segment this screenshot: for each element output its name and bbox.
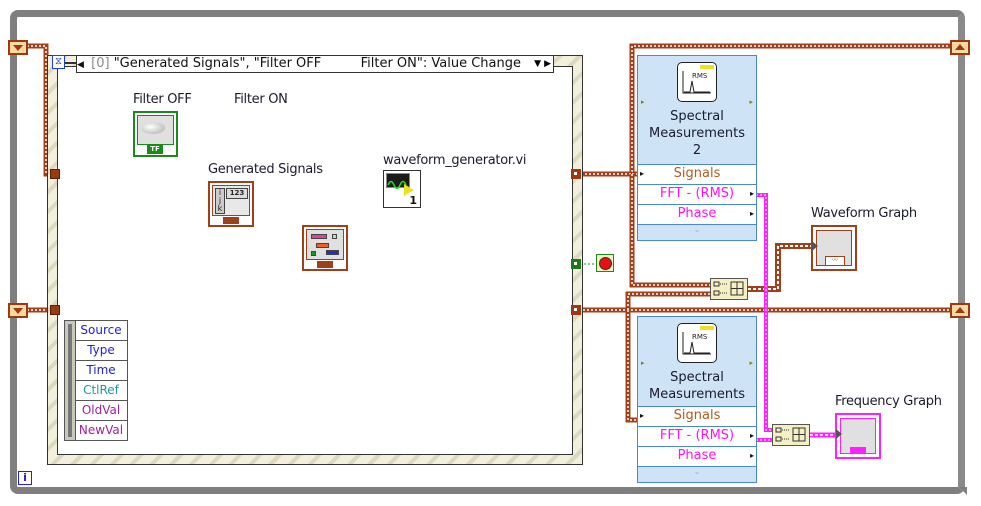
waveform-graph-indicator[interactable]: 〰 [811, 225, 857, 271]
tunnel-right-2 [571, 305, 581, 315]
express-vi-title-line: Measurements [648, 387, 746, 402]
tunnel-right-1 [571, 169, 581, 179]
event-data-type[interactable]: Type [75, 341, 127, 361]
stop-icon [599, 257, 612, 270]
rms-spectrum-icon: RMS [677, 323, 717, 363]
toggle-switch-icon [141, 122, 165, 134]
timeout-hourglass-icon[interactable]: ⧖ [52, 55, 65, 69]
signal-settings-cluster-control[interactable] [302, 225, 348, 271]
numeric-value: 123 [226, 188, 248, 199]
expand-chevron-icon[interactable]: ⌄ [638, 466, 756, 478]
iteration-terminal: i [18, 471, 32, 485]
build-array-node-1[interactable] [710, 278, 748, 300]
signals-input[interactable]: ▸Signals [638, 164, 756, 184]
amplifier-icon [404, 184, 414, 196]
fft-rms-output[interactable]: FFT - (RMS)▸ [638, 426, 756, 446]
phase-output[interactable]: Phase▸ [638, 446, 756, 466]
waveform-icon: 〰 [825, 256, 845, 266]
spectral-measurements-express-vi[interactable]: RMS ▸ ▸ Spectral Measurements ▸Signals F… [637, 316, 757, 483]
case-index: [0] [91, 56, 110, 71]
while-loop-frame[interactable] [10, 10, 965, 494]
rms-spectrum-icon: RMS [677, 62, 717, 102]
cluster-terminal-icon [223, 217, 239, 224]
frequency-graph-indicator[interactable] [835, 413, 881, 459]
stop-terminal[interactable] [596, 254, 614, 272]
build-array-icon [775, 427, 806, 442]
event-data-node: Source Type Time CtlRef OldVal NewVal [64, 320, 128, 441]
event-data-time[interactable]: Time [75, 361, 127, 381]
tunnel-left-2 [50, 305, 60, 315]
signals-input[interactable]: ▸Signals [638, 406, 756, 426]
generated-signals-label: Generated Signals [208, 162, 323, 177]
cluster-terminal-icon [317, 261, 333, 268]
next-case-arrow-icon[interactable]: ▶ [544, 59, 551, 69]
build-array-icon [713, 281, 744, 296]
waveform-generator-subvi[interactable]: 1 [383, 170, 421, 208]
filter-boolean-control[interactable]: TF [133, 111, 178, 157]
event-data-oldval[interactable]: OldVal [75, 401, 127, 421]
tf-terminal-label: TF [147, 145, 163, 154]
resize-handle-icon[interactable] [959, 487, 967, 495]
input-arrow-icon [812, 241, 818, 251]
input-arrow-icon [836, 429, 842, 439]
spectral-measurements-2-express-vi[interactable]: RMS ▸ ▸ Spectral Measurements 2 ▸Signals… [637, 55, 757, 241]
frequency-graph-label: Frequency Graph [835, 394, 942, 409]
index-list: i j k [215, 188, 225, 214]
filter-off-label: Filter OFF [133, 92, 192, 107]
express-vi-title-line: Spectral [670, 109, 724, 124]
event-data-newval[interactable]: NewVal [78, 423, 124, 437]
case-label: "Generated Signals", "Filter OFF [113, 56, 322, 71]
build-array-node-2[interactable] [772, 424, 810, 446]
expand-chevron-icon[interactable]: ⌄ [638, 224, 756, 236]
phase-output[interactable]: Phase▸ [638, 204, 756, 224]
fft-rms-output[interactable]: FFT - (RMS)▸ [638, 184, 756, 204]
prev-case-arrow-icon[interactable]: ◀ [77, 60, 84, 70]
shift-register-left-2[interactable] [8, 303, 28, 318]
shift-register-right-1[interactable] [950, 40, 970, 55]
case-dropdown-icon[interactable]: ▼ [534, 59, 541, 69]
express-vi-title-line: Spectral [670, 370, 724, 385]
cluster-terminal-icon [850, 447, 866, 454]
filter-on-label: Filter ON [234, 92, 288, 107]
express-vi-title-line: 2 [692, 143, 702, 158]
waveform-generator-label: waveform_generator.vi [383, 153, 527, 168]
tunnel-left-1 [50, 169, 60, 179]
channel-number: 1 [409, 194, 417, 207]
waveform-graph-label: Waveform Graph [811, 206, 917, 221]
wire-to-waveform-graph [748, 243, 811, 292]
event-case-selector[interactable]: ◀ [0] "Generated Signals", "Filter OFF F… [76, 55, 554, 73]
shift-register-right-2[interactable] [950, 303, 970, 318]
generated-signals-control[interactable]: i j k 123 [208, 181, 254, 227]
timeout-wire [65, 62, 76, 64]
shift-register-left-1[interactable] [8, 40, 28, 55]
event-data-ctlref[interactable]: CtlRef [75, 381, 127, 401]
case-label-tail: Filter ON": Value Change [360, 56, 521, 71]
event-data-source[interactable]: Source [75, 321, 127, 341]
event-data-node-handle[interactable] [65, 321, 76, 440]
stop-tunnel [571, 259, 581, 269]
express-vi-title-line: Measurements [648, 126, 746, 141]
